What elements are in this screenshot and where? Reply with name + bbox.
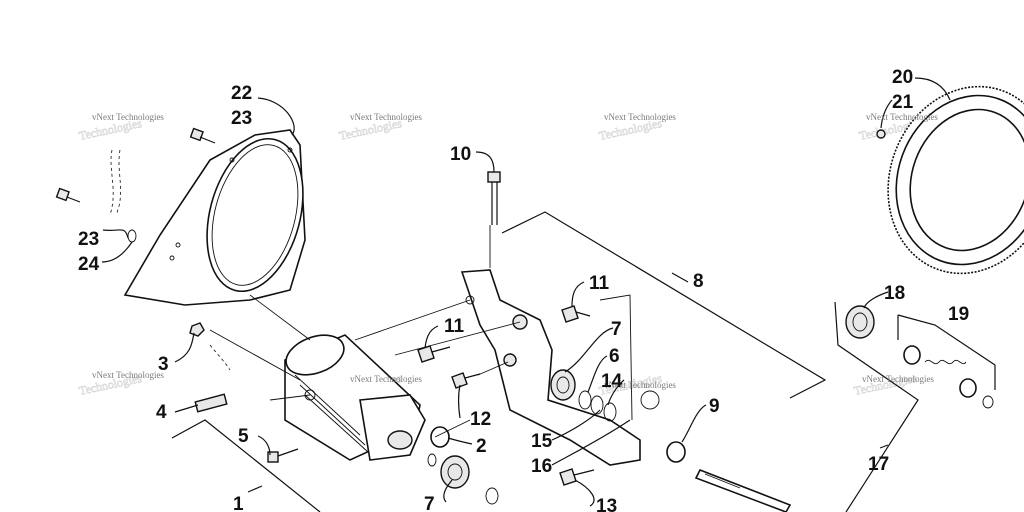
callout-19: 19 bbox=[948, 304, 969, 325]
watermark-text: vNext Technologies bbox=[92, 112, 164, 122]
callout-22: 22 bbox=[231, 83, 252, 104]
bushing-part-2 bbox=[430, 426, 450, 448]
callout-7-upper: 7 bbox=[611, 319, 622, 340]
callout-13: 13 bbox=[596, 496, 617, 512]
washer-stack-14-16 bbox=[578, 390, 617, 422]
callout-17: 17 bbox=[868, 454, 889, 475]
callout-11-right: 11 bbox=[589, 273, 610, 294]
callout-21: 21 bbox=[892, 92, 914, 113]
cover-bolt-upper bbox=[189, 127, 216, 144]
spring-kit-part-19 bbox=[903, 345, 994, 409]
starter-motor bbox=[284, 334, 426, 461]
watermark-text: vNext Technologies bbox=[604, 112, 676, 122]
callout-3: 3 bbox=[158, 354, 169, 375]
callout-2: 2 bbox=[476, 436, 487, 457]
callout-labels: 22 23 23 24 3 4 5 1 10 11 11 12 2 7 7 6 … bbox=[78, 67, 969, 512]
callout-5: 5 bbox=[238, 426, 249, 447]
drive-shaft bbox=[694, 468, 792, 512]
callout-24: 24 bbox=[78, 254, 100, 275]
cover-bolt-left bbox=[55, 187, 81, 203]
callout-12: 12 bbox=[470, 409, 491, 430]
gear-part-7-upper bbox=[550, 369, 576, 401]
watermark-text: vNext Technologies bbox=[350, 112, 422, 122]
watermark-text: vNext Technologies bbox=[866, 112, 938, 122]
bolt-part-11-right bbox=[561, 305, 591, 323]
callout-20: 20 bbox=[892, 67, 913, 88]
callout-8: 8 bbox=[693, 271, 704, 292]
mounting-bracket bbox=[460, 269, 660, 466]
callout-11-left: 11 bbox=[444, 316, 465, 337]
watermark-text: vNext Technologies bbox=[862, 374, 934, 384]
callout-23-upper: 23 bbox=[231, 108, 252, 129]
callout-10: 10 bbox=[450, 144, 471, 165]
gear-part-7-lower bbox=[440, 455, 470, 489]
watermark-text: vNext Technologies bbox=[350, 374, 422, 384]
watermark-layer: vNext Technologies vNext Technologies vN… bbox=[92, 112, 938, 390]
bolt-part-12 bbox=[451, 372, 481, 389]
callout-16: 16 bbox=[531, 456, 552, 477]
watermark-text: vNext Technologies bbox=[604, 380, 676, 390]
bolt-part-13 bbox=[559, 468, 595, 486]
vent-hose bbox=[109, 149, 231, 371]
watermark-text: vNext Technologies bbox=[92, 370, 164, 380]
long-bolt-part-10 bbox=[487, 171, 501, 225]
callout-7-lower: 7 bbox=[424, 494, 435, 512]
cover-plate bbox=[123, 129, 306, 306]
callout-6: 6 bbox=[609, 346, 620, 367]
callout-1: 1 bbox=[233, 494, 244, 512]
bolt-part-4 bbox=[194, 393, 228, 413]
leader-lines bbox=[101, 77, 996, 512]
cover-washer bbox=[127, 229, 137, 243]
callout-15: 15 bbox=[531, 431, 553, 452]
bolt-part-11-left bbox=[417, 345, 451, 363]
callout-18: 18 bbox=[884, 283, 905, 304]
bushing-part-9 bbox=[666, 441, 686, 463]
callout-4: 4 bbox=[156, 402, 167, 423]
callout-14: 14 bbox=[601, 371, 623, 392]
pinion-gear-part-18 bbox=[845, 305, 875, 339]
callout-23-left: 23 bbox=[78, 229, 99, 250]
callout-9: 9 bbox=[709, 396, 720, 417]
nut-part-3 bbox=[189, 322, 205, 337]
washer-lower bbox=[427, 453, 499, 505]
bolt-part-5 bbox=[267, 448, 299, 463]
ring-gear-part-20 bbox=[876, 85, 1024, 275]
